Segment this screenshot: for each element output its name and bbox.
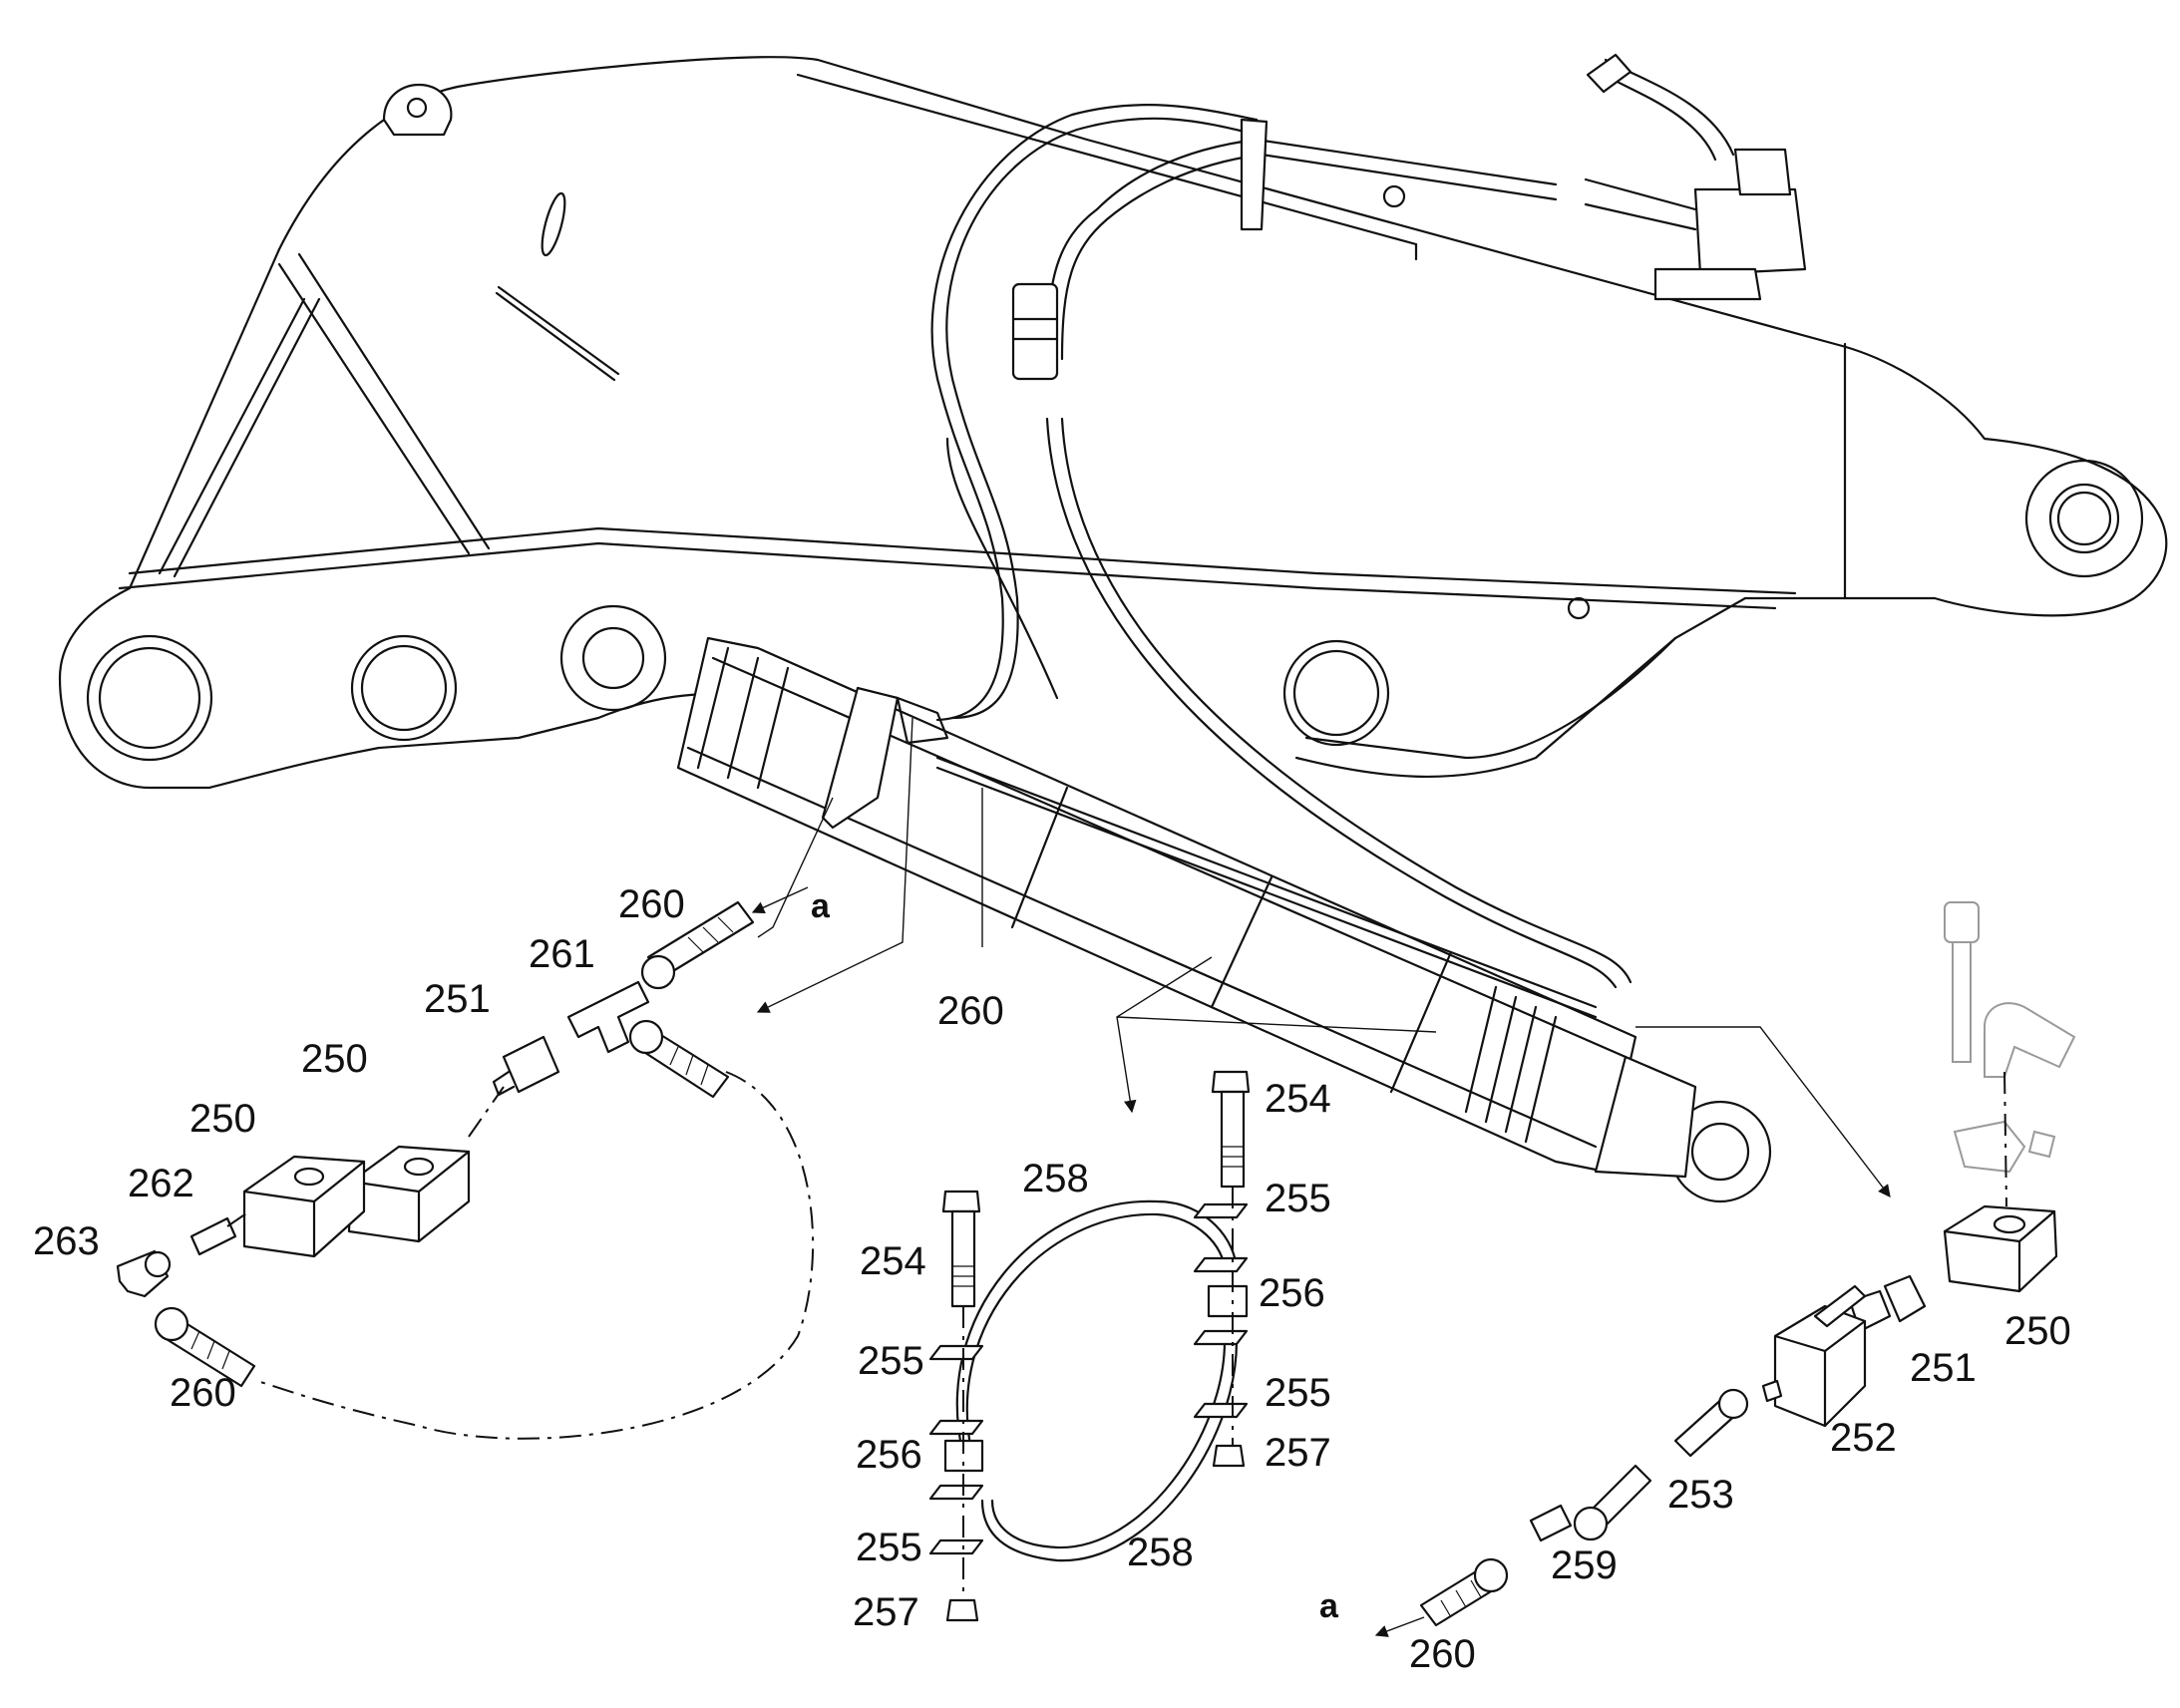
leader-lines [751,717,1891,1637]
boom-arm-drawing [58,56,2168,1203]
callout-258-upper: 258 [1022,1157,1089,1200]
reference-a-lower: a [1319,1587,1339,1625]
callout-250-right: 250 [2004,1309,2071,1353]
reference-a-upper: a [811,887,831,925]
callout-254-left: 254 [860,1239,926,1283]
callout-255-left-lower: 255 [856,1526,922,1569]
clamp-assembly [928,1070,1251,1622]
callout-255-right-upper: 255 [1265,1177,1331,1220]
callout-256-right: 256 [1259,1271,1325,1315]
callout-255-right-lower: 255 [1265,1371,1331,1415]
callout-257-right: 257 [1265,1431,1331,1475]
callout-260-center: 260 [937,989,1004,1033]
right-valve-assembly [1419,901,2076,1627]
callout-260-left-lower: 260 [170,1371,236,1415]
callout-254-right: 254 [1265,1077,1331,1121]
callout-262: 262 [128,1162,194,1205]
left-fitting-assembly [116,900,815,1440]
callout-258-lower: 258 [1127,1531,1194,1574]
callout-261: 261 [529,932,595,976]
callout-253: 253 [1667,1473,1734,1517]
callout-251-right: 251 [1910,1346,1977,1390]
callout-260-upper: 260 [618,882,685,926]
hydraulic-cylinder-drawing [676,636,1697,1179]
callout-260-right-lower: 260 [1409,1632,1476,1676]
callout-257-left: 257 [853,1590,919,1634]
callout-256-left: 256 [856,1433,922,1477]
hoses-drawing [930,53,1807,989]
callout-255-left-upper: 255 [858,1339,924,1383]
callout-263: 263 [33,1219,100,1263]
callout-252: 252 [1830,1416,1897,1460]
callout-250-left-upper: 250 [301,1037,368,1081]
callout-labels: 260 a 261 251 250 250 262 263 260 260 25… [33,882,2071,1676]
callout-250-left-lower: 250 [189,1097,256,1141]
callout-259: 259 [1551,1543,1618,1587]
callout-251-left: 251 [424,977,491,1021]
